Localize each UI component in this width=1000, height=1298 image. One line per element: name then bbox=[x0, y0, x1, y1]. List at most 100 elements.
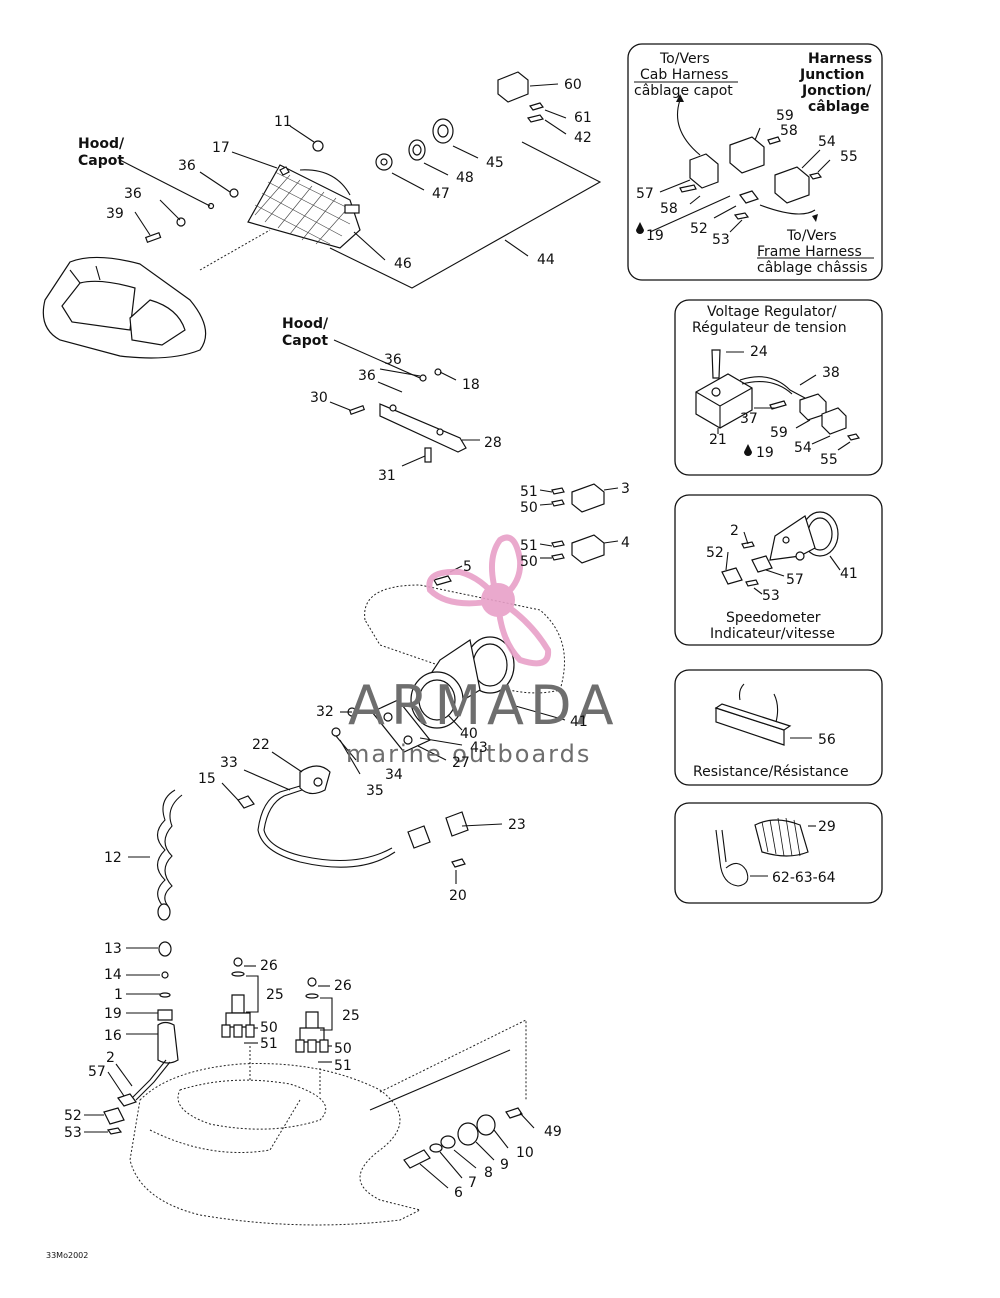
callout: 25 bbox=[266, 987, 284, 1003]
callout: 53 bbox=[712, 232, 730, 248]
callout: 51 bbox=[260, 1036, 278, 1052]
hood-label-2-fr: Capot bbox=[282, 333, 328, 349]
callout: 57 bbox=[636, 186, 654, 202]
toggle-switches bbox=[221, 957, 333, 1063]
cable-assembly bbox=[221, 751, 503, 884]
callout: 36 bbox=[384, 352, 402, 368]
speedometer-panel bbox=[674, 494, 883, 646]
callout: 40 bbox=[460, 726, 478, 742]
callout: 60 bbox=[564, 77, 582, 93]
headlight-bracket bbox=[329, 339, 480, 467]
hood-label-1-fr: Capot bbox=[78, 153, 124, 169]
callout: 9 bbox=[500, 1157, 509, 1173]
speedometer-title-en: Speedometer bbox=[726, 610, 821, 626]
callout: 56 bbox=[818, 732, 836, 748]
callout: 23 bbox=[508, 817, 526, 833]
callout: 57 bbox=[786, 572, 804, 588]
callout: 10 bbox=[516, 1145, 534, 1161]
callout: 48 bbox=[456, 170, 474, 186]
callout: 36 bbox=[178, 158, 196, 174]
callout: 35 bbox=[366, 783, 384, 799]
callout: 14 bbox=[104, 967, 122, 983]
callout: 6 bbox=[454, 1185, 463, 1201]
tie-panel-labels: 29 62-63-64 bbox=[772, 819, 836, 886]
armada-watermark-tagline: marine outboards bbox=[346, 740, 591, 768]
callout-labels: 60 61 42 11 17 36 36 39 45 48 47 46 44 3… bbox=[64, 77, 630, 1201]
gauge-cluster bbox=[331, 483, 619, 775]
cab-harness-label: Cab Harness bbox=[640, 67, 728, 83]
hood-label-1: Hood/ Capot bbox=[78, 136, 125, 169]
junction-label-1: Harness bbox=[808, 51, 872, 67]
callout: 41 bbox=[570, 714, 588, 730]
to-frame-label: To/Vers bbox=[786, 228, 837, 244]
frame-harness-label: Frame Harness bbox=[757, 244, 862, 260]
callout: 50 bbox=[260, 1020, 278, 1036]
callout: 2 bbox=[730, 523, 739, 539]
callout: 36 bbox=[358, 368, 376, 384]
callout: 30 bbox=[310, 390, 328, 406]
tie-hose-panel bbox=[674, 802, 883, 904]
cablage-chassis-label: câblage châssis bbox=[757, 260, 868, 276]
callout: 20 bbox=[449, 888, 467, 904]
armada-watermark: ARMADA marine outboards bbox=[346, 534, 620, 768]
callout: 59 bbox=[776, 108, 794, 124]
callout: 22 bbox=[252, 737, 270, 753]
callout: 59 bbox=[770, 425, 788, 441]
diagram-code: 33Mo2002 bbox=[46, 1251, 88, 1260]
hood-label-2-en: Hood/ bbox=[282, 316, 329, 332]
callout: 15 bbox=[198, 771, 216, 787]
callout: 38 bbox=[822, 365, 840, 381]
callout: 54 bbox=[794, 440, 812, 456]
callout: 29 bbox=[818, 819, 836, 835]
callout: 7 bbox=[468, 1175, 477, 1191]
callout: 41 bbox=[840, 566, 858, 582]
regulator-panel-labels: Voltage Regulator/ Régulateur de tension… bbox=[692, 304, 847, 468]
callout: 33 bbox=[220, 755, 238, 771]
callout: 46 bbox=[394, 256, 412, 272]
callout: 53 bbox=[64, 1125, 82, 1141]
callout: 51 bbox=[520, 538, 538, 554]
callout: 50 bbox=[334, 1041, 352, 1057]
callout: 52 bbox=[64, 1108, 82, 1124]
callout: 27 bbox=[452, 755, 470, 771]
junction-label-4: câblage bbox=[808, 99, 870, 115]
resistance-title: Resistance/Résistance bbox=[693, 764, 849, 780]
resistance-panel bbox=[674, 669, 883, 786]
regulator-title-fr: Régulateur de tension bbox=[692, 320, 847, 336]
callout: 17 bbox=[212, 140, 230, 156]
callout: 19 bbox=[756, 445, 774, 461]
console-and-ignition bbox=[129, 1019, 535, 1226]
callout: 31 bbox=[378, 468, 396, 484]
callout: 21 bbox=[709, 432, 727, 448]
callout: 55 bbox=[840, 149, 858, 165]
callout: 25 bbox=[342, 1008, 360, 1024]
resistance-panel-labels: 56 Resistance/Résistance bbox=[693, 732, 849, 780]
callout: 57 bbox=[88, 1064, 106, 1080]
callout: 55 bbox=[820, 452, 838, 468]
voltage-regulator-panel bbox=[674, 299, 883, 476]
callout: 5 bbox=[463, 559, 472, 575]
callout: 11 bbox=[274, 114, 292, 130]
armada-watermark-brand: ARMADA bbox=[348, 674, 620, 737]
switch-assembly bbox=[84, 789, 183, 1135]
callout: 50 bbox=[520, 500, 538, 516]
junction-label-2: Junction bbox=[799, 67, 865, 83]
harness-junction-panel bbox=[627, 43, 883, 281]
callout: 45 bbox=[486, 155, 504, 171]
callout: 62-63-64 bbox=[772, 870, 836, 886]
callout: 26 bbox=[334, 978, 352, 994]
callout: 32 bbox=[316, 704, 334, 720]
callout: 58 bbox=[660, 201, 678, 217]
hood-label-1-en: Hood/ bbox=[78, 136, 125, 152]
callout: 39 bbox=[106, 206, 124, 222]
armada-logo-icon bbox=[426, 534, 552, 667]
callout: 1 bbox=[114, 987, 123, 1003]
callout: 47 bbox=[432, 186, 450, 202]
callout: 51 bbox=[520, 484, 538, 500]
callout: 54 bbox=[818, 134, 836, 150]
headlight-assembly bbox=[42, 71, 602, 359]
cablage-capot-label: câblage capot bbox=[634, 83, 733, 99]
harness-panel-labels: To/Vers Cab Harness câblage capot Harnes… bbox=[634, 51, 872, 276]
callout: 42 bbox=[574, 130, 592, 146]
